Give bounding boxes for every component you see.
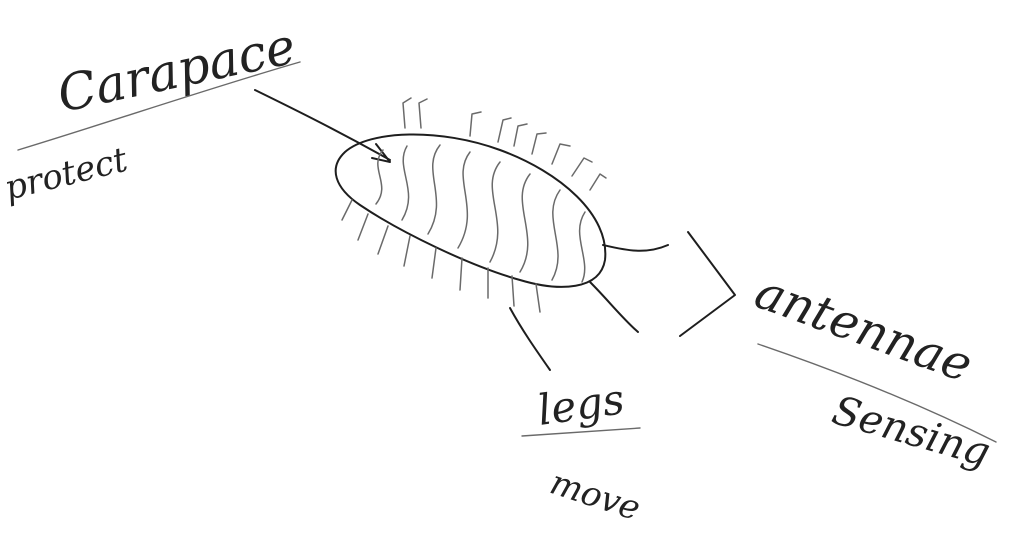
bottom-legs bbox=[342, 200, 540, 312]
body-segments bbox=[376, 145, 585, 282]
antenna-upper bbox=[603, 245, 668, 251]
segment-line bbox=[402, 146, 409, 220]
antenna-lower bbox=[590, 282, 638, 332]
leg bbox=[498, 118, 511, 142]
leg bbox=[512, 276, 514, 306]
leg bbox=[460, 258, 462, 290]
leg bbox=[358, 214, 368, 240]
legs-label-group: legs move bbox=[510, 308, 645, 529]
segment-line bbox=[428, 145, 440, 234]
segment-line bbox=[552, 190, 560, 280]
body-outline bbox=[336, 134, 606, 286]
leg bbox=[572, 158, 592, 176]
leg bbox=[403, 98, 411, 128]
leg bbox=[536, 284, 540, 312]
segment-line bbox=[490, 162, 500, 262]
carapace-pointer-line bbox=[255, 90, 390, 160]
antennae-bracket bbox=[680, 232, 735, 336]
legs-function-label: move bbox=[545, 463, 645, 529]
leg bbox=[432, 248, 436, 278]
carapace-label-group: Carapace protect bbox=[1, 17, 390, 209]
leg bbox=[590, 174, 606, 190]
leg bbox=[470, 112, 481, 136]
leg bbox=[419, 99, 427, 128]
legs-label: legs bbox=[535, 374, 628, 435]
leg bbox=[514, 124, 527, 146]
leg bbox=[342, 200, 352, 220]
leg bbox=[378, 226, 388, 254]
segment-line bbox=[458, 152, 470, 248]
antennae-label-group: antennae Sensing bbox=[680, 232, 996, 476]
segment-line bbox=[520, 174, 530, 272]
antennae-function-label: Sensing bbox=[827, 387, 995, 476]
leg bbox=[552, 144, 570, 164]
leg bbox=[532, 133, 546, 154]
antennae-label: antennae bbox=[748, 264, 980, 394]
legs-pointer-line bbox=[510, 308, 550, 370]
isopod-body bbox=[336, 98, 668, 332]
segment-line bbox=[580, 212, 585, 282]
leg bbox=[404, 236, 410, 266]
carapace-label: Carapace bbox=[52, 17, 300, 124]
